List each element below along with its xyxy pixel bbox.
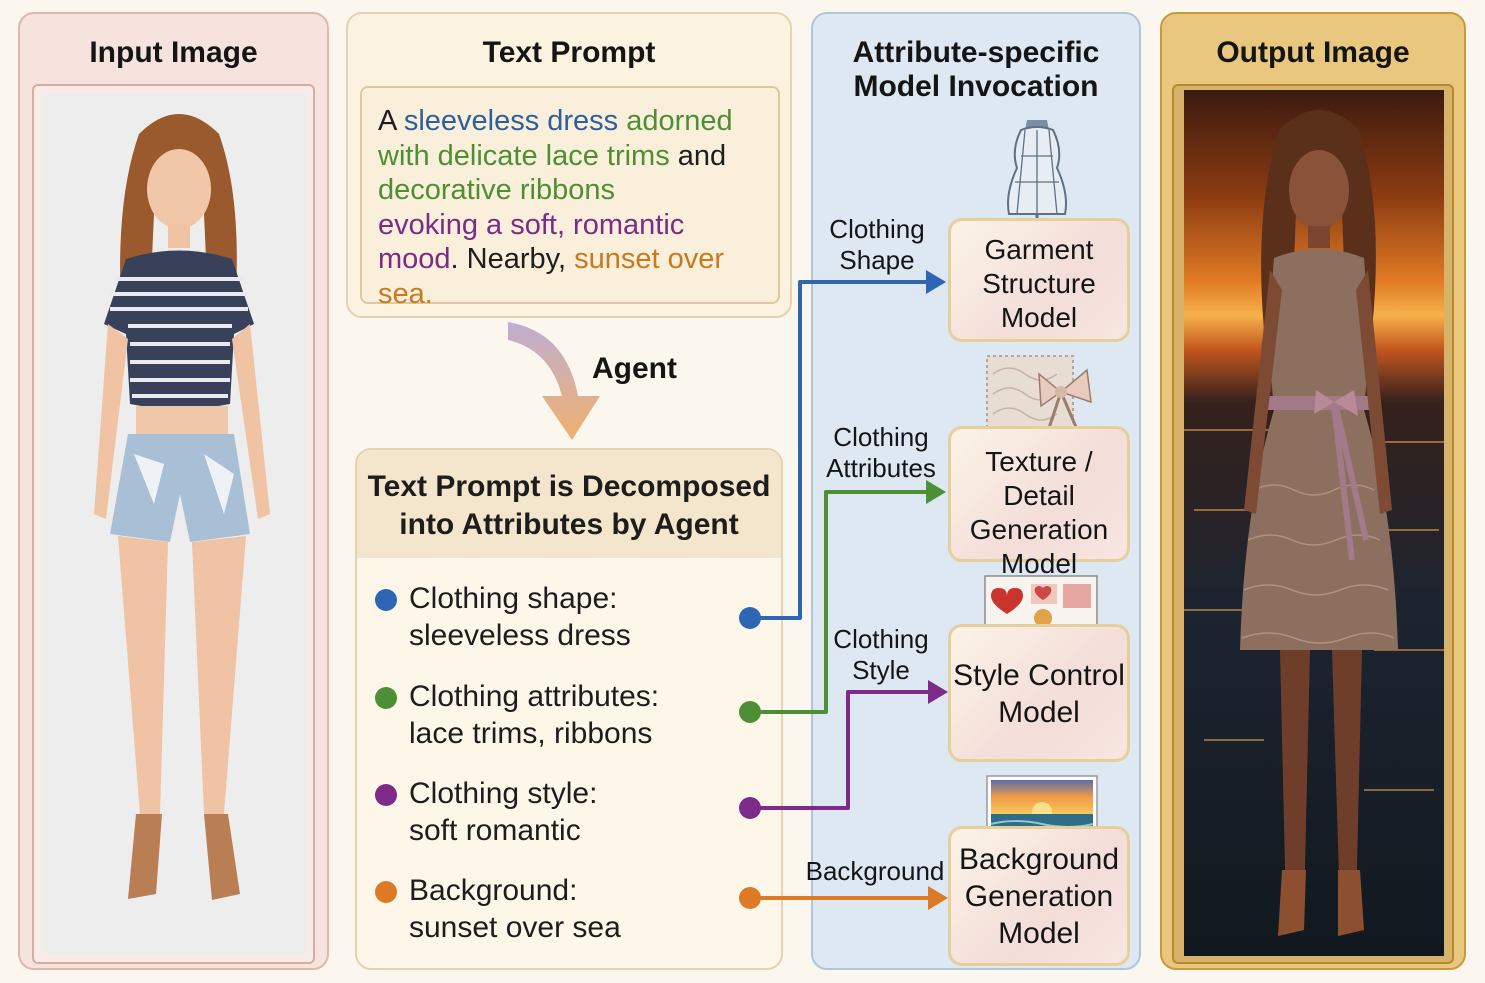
prompt-segment-style: evoking a soft, romantic [378,208,685,241]
garment-structure-model-box: Garment Structure Model [948,218,1130,342]
edge-label-shape: Clothing Shape [827,214,927,276]
decomposition-panel: Text Prompt is Decomposed into Attribute… [355,448,783,970]
prompt-segment-style: mood [378,243,451,275]
attribute-value: lace trims, ribbons [409,717,653,750]
purple-dot-icon [375,784,397,806]
attribute-label: Clothing shape: [409,582,618,615]
attribute-value: soft romantic [409,814,581,847]
style-control-model-box: Style Control Model [948,624,1130,762]
edge-label-line: Clothing [833,624,929,654]
prompt-segment-background: sunset over sea. [378,243,725,310]
model-box-line: Model [998,696,1080,729]
blue-dot-icon [375,589,397,611]
prompt-segment: . Nearby, [450,243,567,275]
connector-dot-background [739,887,761,909]
arrowhead-background [928,886,948,910]
agent-label: Agent [592,352,677,385]
model-box-line: Style Control [953,659,1125,692]
edge-label-attributes: Clothing Attributes [823,422,939,484]
connector-shape [750,280,930,620]
decomposition-title-line2: into Attributes by Agent [399,508,739,541]
output-photo-woman-lace-dress-sunset [1184,90,1444,956]
prompt-segment: and [677,139,727,172]
prompt-segment-shape: sleeveless dress [403,105,619,137]
text-prompt-box: A sleeveless dress adorned with delicate… [360,86,780,310]
input-image-frame [32,84,315,964]
model-box-line: Generation [969,514,1109,545]
edge-label-line: Background [805,856,945,886]
model-box-line: Generation [964,880,1114,913]
edge-label-line: Clothing [833,422,929,452]
attribute-label: Clothing attributes: [409,680,660,713]
input-photo-woman-striped-top [44,94,306,954]
connector-dot-attributes [739,701,761,723]
prompt-segment-attributes: with delicate lace trims [378,139,670,172]
output-image-frame [1172,84,1454,964]
text-prompt-title: Text Prompt [482,36,656,69]
prompt-segment-attributes: decorative ribbons [378,174,615,206]
text-prompt-panel: Text Prompt A sleeveless dress adorned w… [346,12,792,318]
lace-ribbon-icon [986,355,1092,435]
connector-attributes [750,490,930,714]
text-prompt-content: A sleeveless dress adorned with delicate… [378,104,774,311]
output-image-title: Output Image [1216,36,1410,69]
connector-dot-shape [739,607,761,629]
arrowhead-style [928,680,948,704]
model-box-line: Model [998,917,1080,950]
model-invocation-panel: Attribute-specific Model Invocation [806,12,1141,970]
attribute-label: Clothing style: [409,777,598,810]
edge-label-line: Shape [839,245,915,275]
connector-dot-style [739,797,761,819]
background-generation-model-box: Background Generation Model [948,826,1130,966]
edge-label-line: Style [852,655,910,685]
model-invocation-title: Attribute-specific Model Invocation [813,36,1139,104]
prompt-segment-attributes: adorned [626,105,733,137]
edge-label-background: Background [805,856,945,887]
dress-form-icon [1007,120,1067,232]
decomposition-title: Text Prompt is Decomposed into Attribute… [357,450,781,558]
model-invocation-title-line1: Attribute-specific [852,36,1100,69]
edge-label-line: Clothing [829,214,925,244]
input-image-title: Input Image [89,36,258,69]
decomposition-title-line1: Text Prompt is Decomposed [367,470,771,503]
connector-style [750,690,932,810]
edge-label-style: Clothing Style [831,624,931,686]
output-image-panel: Output Image [1160,12,1466,970]
arrowhead-shape [926,270,946,294]
prompt-segment: A [378,105,396,137]
model-box-line: Garment [984,234,1094,265]
arrowhead-attributes [926,480,946,504]
model-box-line: Texture / Detail [985,446,1093,511]
attribute-value: sleeveless dress [409,619,631,652]
texture-detail-model-box: Texture / Detail Generation Model [948,426,1130,579]
model-box-line: Background [958,843,1120,876]
model-box-line: Structure [982,268,1096,299]
edge-label-line: Attributes [826,453,936,483]
model-invocation-title-line2: Model Invocation [853,70,1099,103]
attribute-label: Background: [409,874,578,907]
green-dot-icon [375,687,397,709]
model-box-line: Model [1000,302,1078,333]
orange-dot-icon [375,881,397,903]
model-box-line: Model [1000,548,1078,579]
input-image-panel: Input Image [18,12,329,970]
attribute-value: sunset over sea [409,911,621,944]
